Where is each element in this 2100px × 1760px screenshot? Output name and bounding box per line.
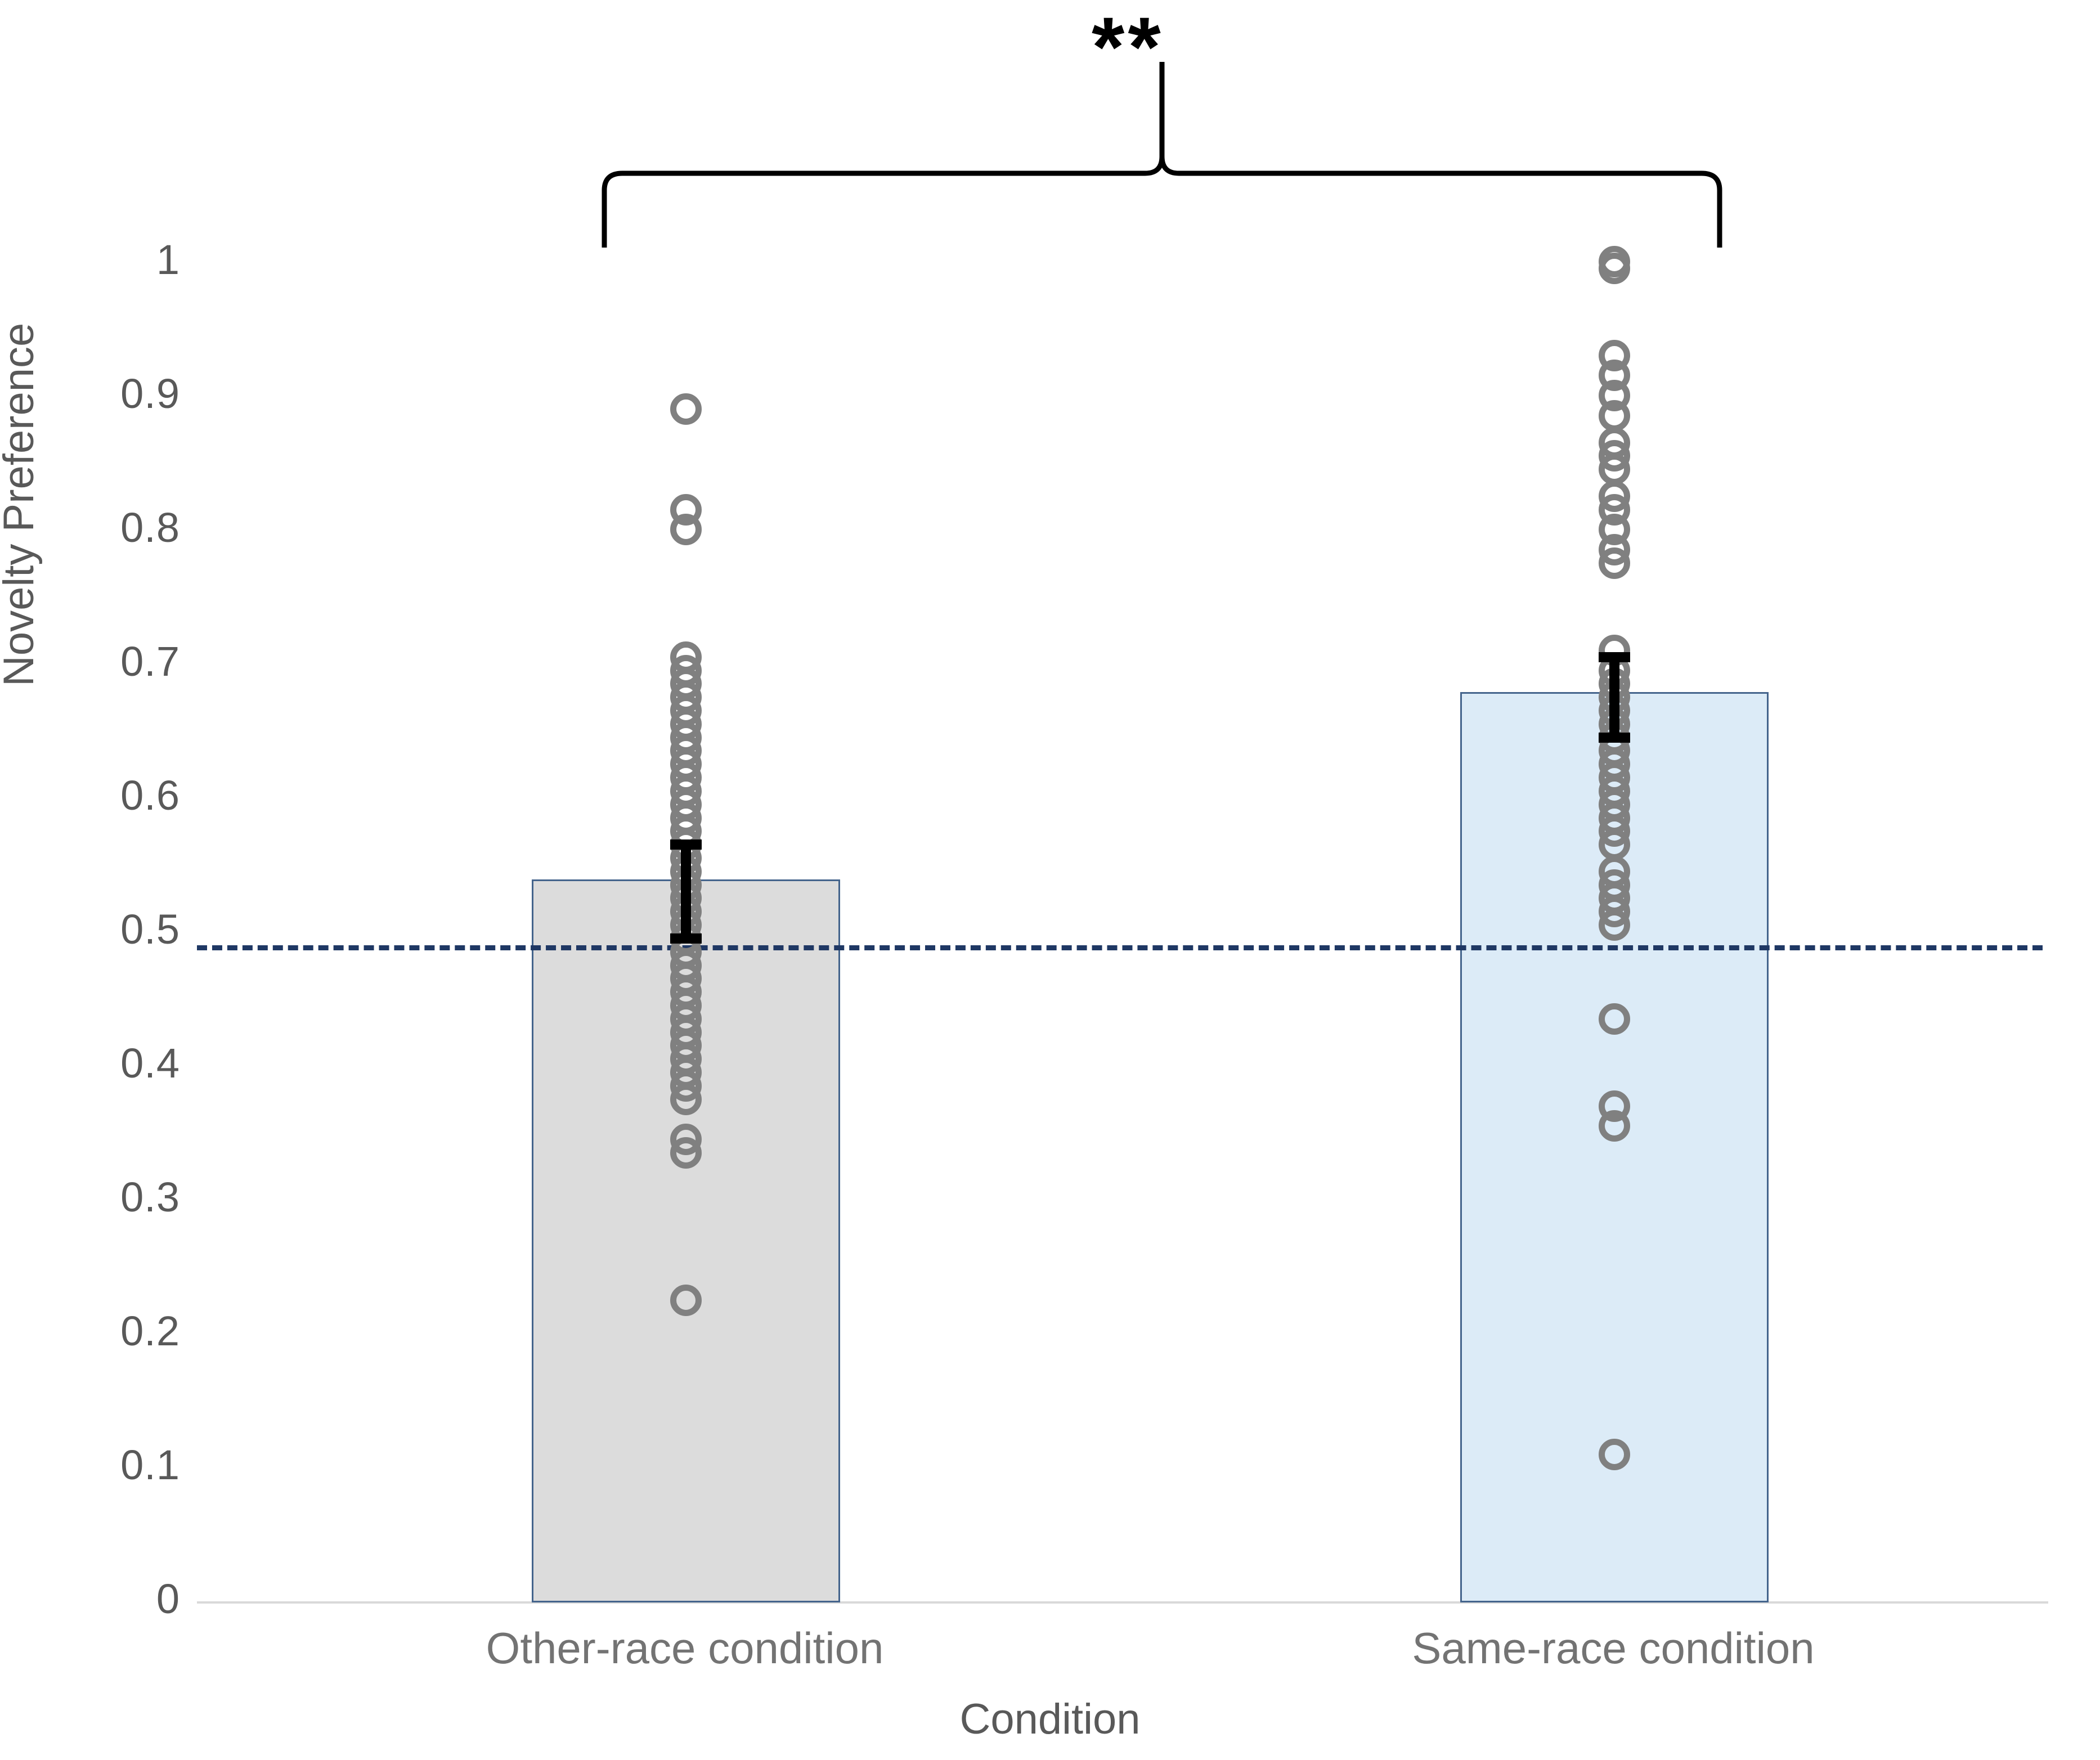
ytick-label: 0.9 xyxy=(120,370,180,417)
data-point-circle xyxy=(1599,909,1630,941)
ytick-label: 1 xyxy=(156,236,180,283)
data-point-circle xyxy=(670,1285,702,1317)
ytick-label: 0 xyxy=(156,1575,180,1622)
x-axis-title: Condition xyxy=(959,1695,1141,1743)
error-bar-cap xyxy=(1599,732,1630,743)
data-point-circle xyxy=(1599,1110,1630,1142)
data-point-circle xyxy=(1599,1438,1630,1470)
ytick-label: 0.7 xyxy=(120,638,180,685)
error-bar-stem xyxy=(681,845,691,939)
xtick-label-other-race: Other-race condition xyxy=(486,1623,884,1673)
ytick-label: 0.8 xyxy=(120,504,180,551)
ytick-label: 0.6 xyxy=(120,772,180,819)
error-bar-stem xyxy=(1609,657,1619,738)
data-point-circle xyxy=(670,393,702,425)
ytick-label: 0.1 xyxy=(120,1442,180,1488)
data-point-circle xyxy=(670,1137,702,1169)
error-bar-cap xyxy=(1599,652,1630,662)
data-point-circle xyxy=(1599,547,1630,579)
error-bar-cap xyxy=(670,839,702,850)
significance-asterisks: ** xyxy=(1092,0,1164,94)
chance-reference-line xyxy=(197,945,2043,950)
ytick-label: 0.5 xyxy=(120,906,180,953)
ytick-label: 0.3 xyxy=(120,1174,180,1220)
ytick-label: 0.2 xyxy=(120,1308,180,1354)
data-point-circle xyxy=(670,514,702,546)
data-point-circle xyxy=(1599,252,1630,284)
y-axis-title: Novelty Preference xyxy=(0,322,43,686)
xtick-label-same-race: Same-race condition xyxy=(1412,1623,1815,1673)
data-point-circle xyxy=(670,1083,702,1115)
x-axis-baseline xyxy=(197,1601,2048,1604)
data-point-circle xyxy=(1599,1003,1630,1035)
ytick-label: 0.4 xyxy=(120,1040,180,1086)
error-bar-cap xyxy=(670,933,702,944)
significance-bracket xyxy=(602,62,1722,248)
